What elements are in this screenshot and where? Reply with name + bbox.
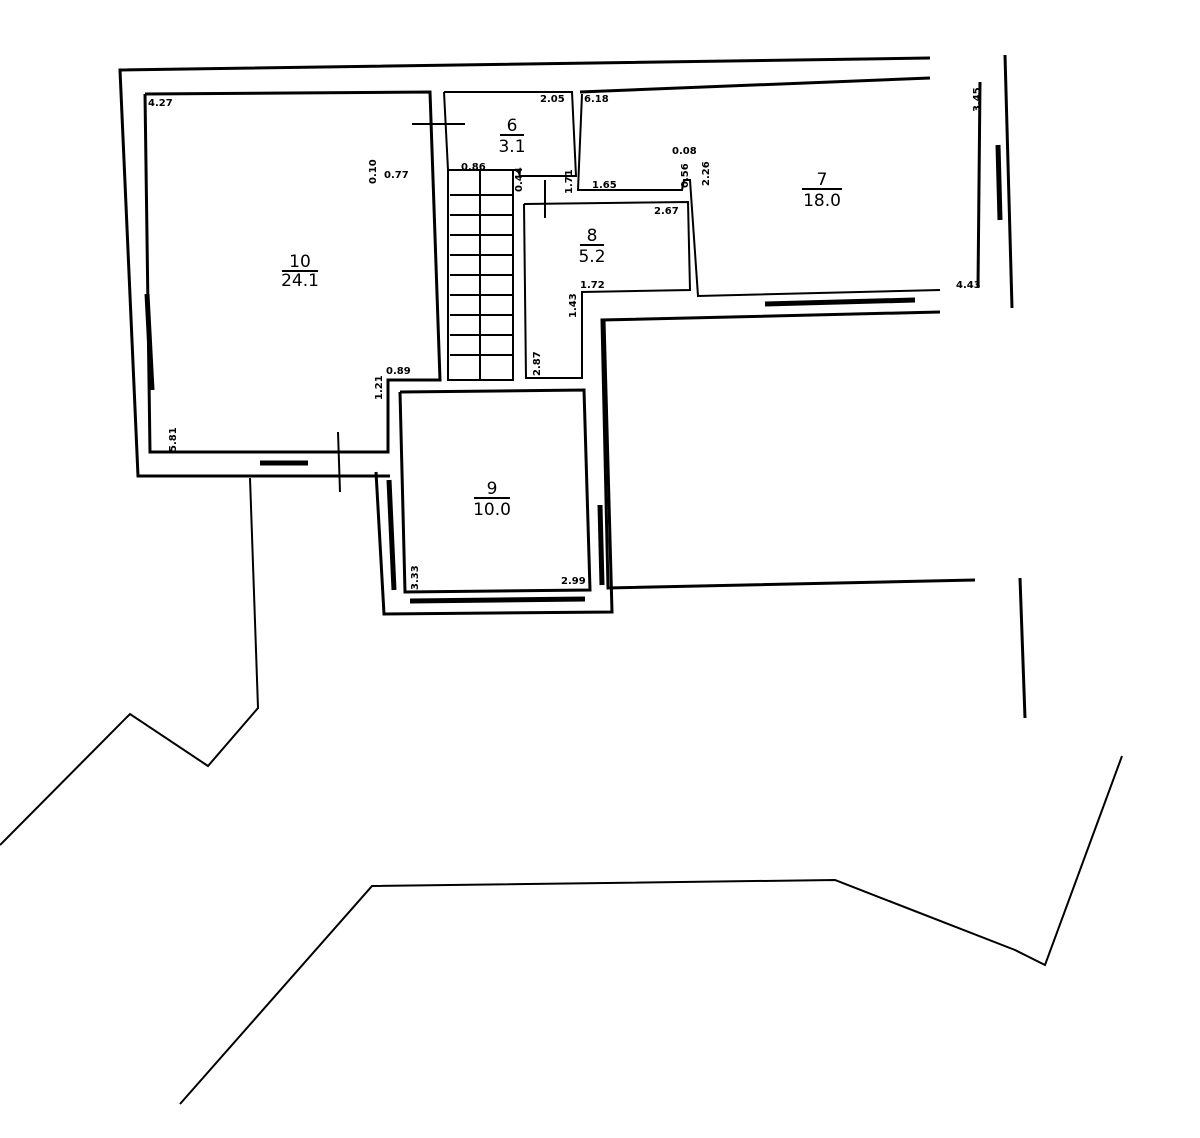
svg-text:0.44: 0.44 <box>514 167 525 192</box>
svg-text:3.45: 3.45 <box>972 87 983 112</box>
svg-text:3.1: 3.1 <box>498 137 525 157</box>
svg-text:3.33: 3.33 <box>410 565 421 590</box>
room-6-label: 6 3.1 <box>498 116 525 157</box>
site-boundary <box>179 755 1123 1105</box>
staircase <box>447 169 514 381</box>
room-10-label: 10 24.1 <box>281 252 319 291</box>
svg-text:0.89: 0.89 <box>386 366 411 377</box>
window <box>409 596 586 604</box>
svg-text:8: 8 <box>587 226 598 246</box>
svg-text:2.99: 2.99 <box>561 576 586 587</box>
window <box>386 479 397 591</box>
svg-text:0.56: 0.56 <box>680 163 691 188</box>
room-7-walls <box>576 93 941 298</box>
outer-walls <box>118 54 1014 478</box>
room-8-label: 8 5.2 <box>578 226 605 267</box>
svg-text:6: 6 <box>507 116 518 136</box>
svg-text:1.71: 1.71 <box>564 169 575 194</box>
svg-text:4.27: 4.27 <box>148 98 173 109</box>
svg-text:1.65: 1.65 <box>592 180 617 191</box>
svg-text:0.08: 0.08 <box>672 146 697 157</box>
svg-text:2.05: 2.05 <box>540 94 565 105</box>
window <box>995 144 1003 221</box>
window <box>597 504 605 586</box>
svg-text:4.43: 4.43 <box>956 280 981 291</box>
svg-text:7: 7 <box>817 170 828 190</box>
svg-text:6.18: 6.18 <box>584 94 609 105</box>
svg-text:0.10: 0.10 <box>368 159 379 184</box>
dimension-labels: 4.27 5.81 0.10 0.77 0.89 1.21 2.05 0.86 … <box>148 87 983 590</box>
svg-text:2.26: 2.26 <box>701 161 712 186</box>
svg-text:1.43: 1.43 <box>568 293 579 318</box>
room-8-walls <box>523 200 692 379</box>
svg-text:2.87: 2.87 <box>532 351 543 376</box>
room-9-walls <box>398 388 592 594</box>
window <box>144 293 155 391</box>
svg-text:1.21: 1.21 <box>374 375 385 400</box>
svg-text:2.67: 2.67 <box>654 206 679 217</box>
svg-text:1.72: 1.72 <box>580 280 605 291</box>
svg-text:24.1: 24.1 <box>281 271 319 291</box>
site-boundary <box>0 477 260 846</box>
svg-text:10.0: 10.0 <box>473 500 511 520</box>
svg-text:5.81: 5.81 <box>168 427 179 452</box>
svg-text:10: 10 <box>289 252 311 272</box>
svg-text:5.2: 5.2 <box>578 247 605 267</box>
svg-text:18.0: 18.0 <box>803 191 841 211</box>
room-7-label: 7 18.0 <box>802 170 842 211</box>
window <box>764 297 916 307</box>
svg-text:0.77: 0.77 <box>384 170 409 181</box>
svg-text:0.86: 0.86 <box>461 162 486 173</box>
room-9-label: 9 10.0 <box>473 479 511 520</box>
svg-text:9: 9 <box>487 479 498 499</box>
